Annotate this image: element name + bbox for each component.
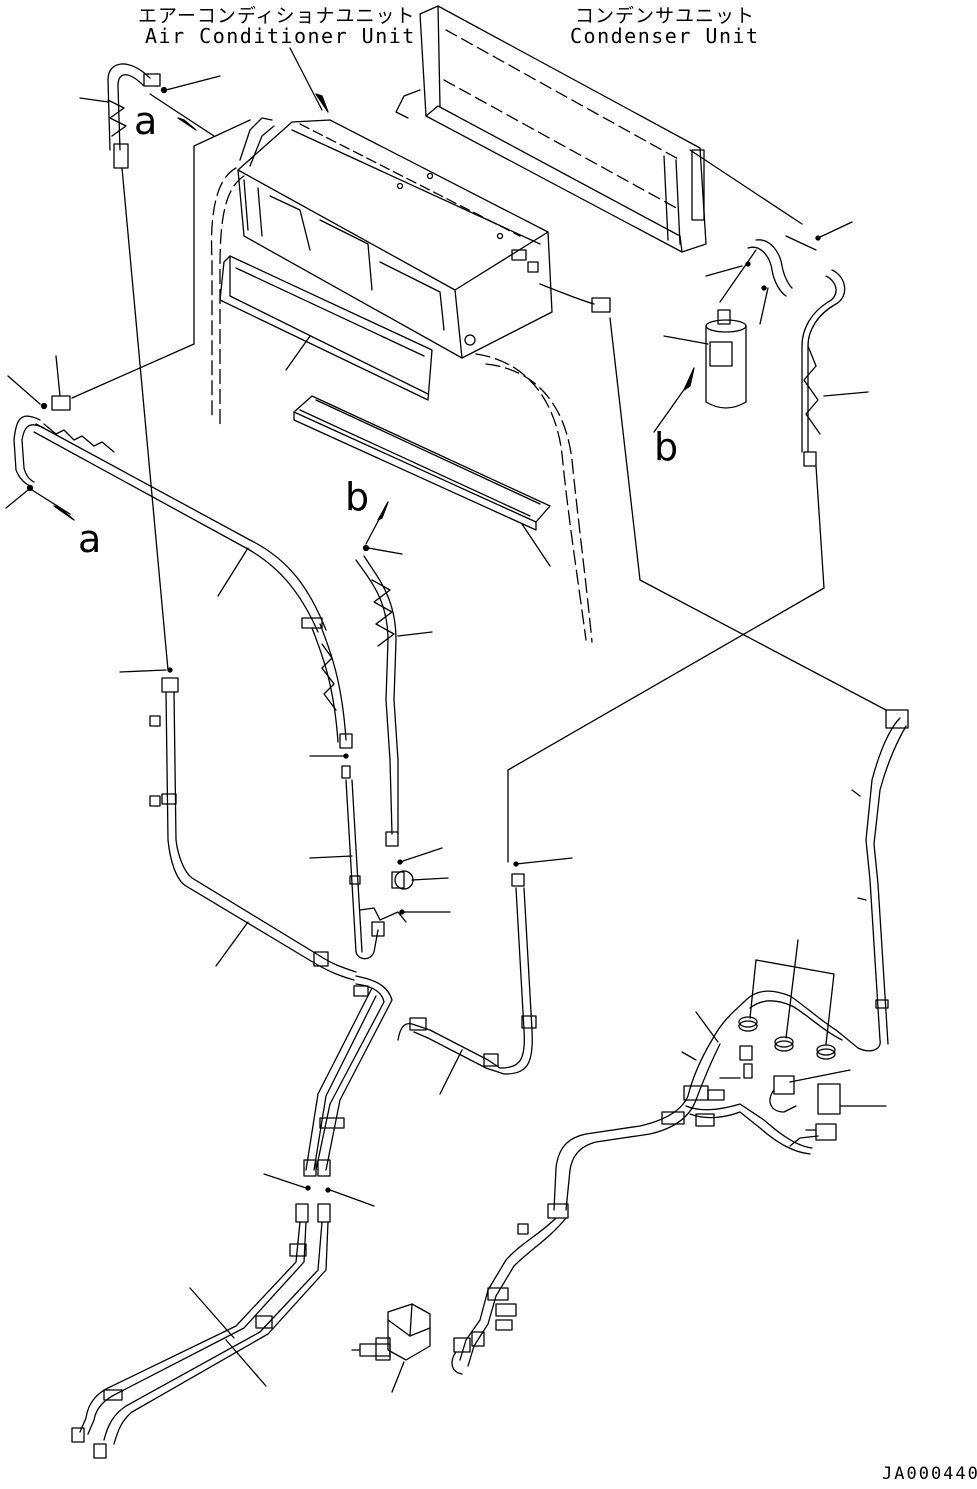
condenser-unit-label-en: Condenser Unit	[570, 24, 760, 48]
leader-grommet-1	[750, 960, 756, 1018]
leader-hose-upper	[706, 266, 742, 276]
reference-mark-a-top: a	[134, 99, 158, 143]
drain-hose-left	[212, 168, 244, 426]
harness-clip-2	[858, 898, 866, 900]
leader-center-diagonal	[508, 588, 824, 770]
leader-oring-b	[368, 548, 402, 554]
receiver-dryer	[706, 310, 746, 408]
arrow-a-bottom	[54, 506, 74, 520]
leader-tube-left	[218, 548, 248, 596]
leader-arrow-b-left	[366, 510, 384, 544]
reference-mark-a-bottom: a	[78, 517, 102, 561]
tube-center-right	[398, 862, 536, 1074]
tube-small-vertical	[342, 766, 384, 959]
drawing-code: JA000440	[882, 1464, 977, 1484]
leader-hose-right	[824, 392, 868, 396]
connector-ac-harness	[540, 284, 610, 312]
leader-harness-junction-2	[682, 1052, 696, 1060]
hose-upper-left	[108, 64, 160, 168]
leader-condenser-side	[690, 150, 802, 224]
leader-harness-junction	[696, 1012, 718, 1042]
leader-expansion-valve	[392, 1362, 404, 1392]
leader-left-long	[122, 168, 168, 670]
grommet-3	[817, 1045, 835, 1059]
tube-left-long	[14, 396, 352, 748]
expansion-valve	[352, 1304, 430, 1360]
relay-connector	[770, 1076, 796, 1112]
leader-right-vertical	[816, 466, 824, 588]
leader-ac-unit	[290, 48, 322, 110]
leader-oring-center-right	[330, 1190, 374, 1206]
leader-hose-upper-left	[80, 98, 108, 102]
leader-oring-center-left	[264, 1174, 306, 1188]
ac-unit-label-en: Air Conditioner Unit	[145, 24, 416, 48]
leader-oring-left-down	[120, 670, 166, 672]
tube-pair-bottom	[72, 1204, 330, 1458]
air-filter-left	[220, 256, 432, 400]
ac-unit-label-jp: エアーコンディショナユニット	[138, 5, 416, 27]
leader-oring-right	[818, 222, 852, 238]
leader-harness-plug-2	[790, 1136, 818, 1146]
reference-mark-b-left: b	[345, 475, 370, 519]
tube-pair-center	[304, 976, 392, 1176]
air-filter-right	[294, 396, 550, 530]
wiring-harness	[452, 710, 908, 1374]
leader-pressure-switch	[412, 878, 448, 880]
leader-receiver-dryer	[664, 336, 708, 344]
leader-dryer-top	[720, 250, 756, 302]
hose-condenser-dryer	[748, 240, 792, 296]
harness-clip-1	[852, 790, 860, 796]
leader-b-right	[654, 384, 688, 432]
condenser-unit-label-jp: コンデンサユニット	[575, 5, 756, 27]
leader-tube-left-down	[216, 922, 248, 966]
hose-right-vertical	[802, 270, 845, 466]
leader-oring-upper-left	[166, 76, 220, 90]
leader-oring-left-bottom	[6, 490, 28, 508]
leader-relay-connector	[790, 1070, 850, 1082]
leader-arrow-a-bottom	[32, 490, 70, 514]
hose-middle-b	[356, 556, 398, 846]
tube-left-down	[150, 668, 368, 996]
leader-ac-unit-arrow	[316, 94, 328, 112]
arrow-a-top	[178, 118, 196, 130]
leader-left-angle	[72, 344, 194, 398]
leader-grommets	[756, 960, 834, 1044]
leader-fitting-left	[56, 356, 60, 396]
leader-tube-bottom-upper	[190, 1288, 234, 1338]
leader-oring-upper	[760, 288, 768, 324]
grommet-2	[775, 1037, 793, 1051]
harness-plug	[806, 1084, 840, 1140]
leader-grommet-2	[786, 940, 798, 1038]
arrow-b-right	[684, 368, 694, 390]
leader-tube-center-right	[440, 1050, 462, 1094]
leader-oring-switch-top	[400, 848, 442, 862]
leader-oring-left-top	[8, 376, 40, 404]
leader-hose-b	[398, 632, 432, 636]
condenser-unit	[396, 6, 706, 252]
leader-filter-right	[522, 524, 550, 566]
leader-filter-left	[286, 336, 310, 370]
pressure-switch-assembly	[360, 860, 413, 922]
leader-harness-down	[610, 318, 640, 580]
leader-arrow-a-top	[150, 94, 214, 136]
leader-left-top	[194, 120, 250, 146]
grommet-1	[739, 1017, 757, 1031]
leader-harness-diagonal	[640, 580, 886, 710]
leader-oring-center-right-tube	[516, 858, 572, 864]
air-conditioner-unit	[238, 118, 552, 358]
leader-tube-bottom-lower	[226, 1340, 266, 1386]
drain-hose-right	[476, 354, 592, 642]
leader-tube-small	[310, 856, 352, 858]
reference-mark-b-right: b	[654, 425, 679, 469]
leader-condenser-side-2	[786, 236, 816, 250]
